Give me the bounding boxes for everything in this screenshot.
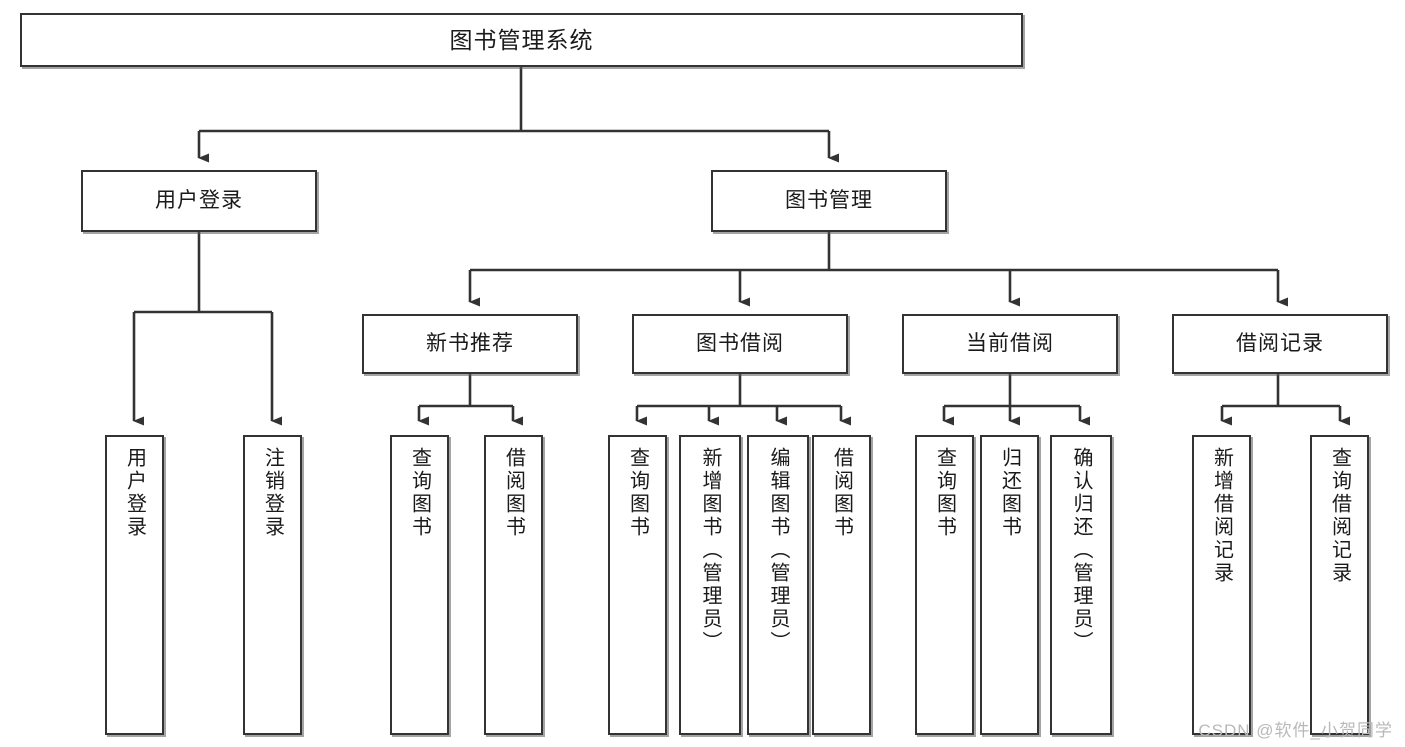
node-book-borrow[interactable]: 图书借阅: [632, 314, 848, 374]
leaf-currentborrow-return-book[interactable]: 归还图书: [980, 435, 1039, 735]
node-current-borrow[interactable]: 当前借阅: [902, 314, 1118, 374]
node-book-management[interactable]: 图书管理: [711, 170, 947, 232]
node-label: 用户登录: [155, 188, 243, 212]
node-label: 新书推荐: [426, 331, 514, 355]
node-label: 查询图书: [933, 447, 956, 539]
node-label: 查询借阅记录: [1328, 447, 1351, 585]
node-new-book-recommend[interactable]: 新书推荐: [362, 314, 578, 374]
leaf-bookborrow-borrow-book[interactable]: 借阅图书: [812, 435, 871, 735]
node-label: 新增借阅记录: [1210, 447, 1233, 585]
node-label: 借阅记录: [1236, 331, 1324, 355]
watermark: CSDN @软件_小贺同学: [1198, 721, 1393, 740]
leaf-currentborrow-query-book[interactable]: 查询图书: [915, 435, 974, 735]
node-label: 新增图书（管理员）: [699, 447, 721, 654]
leaf-newbook-query-book[interactable]: 查询图书: [390, 435, 449, 735]
node-label: 图书管理系统: [449, 26, 594, 53]
node-root-system[interactable]: 图书管理系统: [20, 13, 1023, 67]
node-label: 注销登录: [261, 447, 284, 539]
leaf-bookborrow-query-book[interactable]: 查询图书: [608, 435, 667, 735]
node-label: 图书借阅: [696, 331, 784, 355]
node-label: 确认归还（管理员）: [1070, 447, 1092, 654]
node-borrow-record[interactable]: 借阅记录: [1172, 314, 1388, 374]
node-label: 借阅图书: [830, 447, 853, 539]
node-user-login[interactable]: 用户登录: [81, 170, 317, 232]
leaf-currentborrow-confirm-return-admin[interactable]: 确认归还（管理员）: [1050, 435, 1112, 735]
leaf-user-logout[interactable]: 注销登录: [243, 435, 302, 735]
leaf-user-login[interactable]: 用户登录: [105, 435, 164, 735]
leaf-borrowrecord-query-record[interactable]: 查询借阅记录: [1310, 435, 1369, 735]
node-label: 当前借阅: [966, 331, 1054, 355]
leaf-bookborrow-edit-book-admin[interactable]: 编辑图书（管理员）: [747, 435, 809, 735]
node-label: 查询图书: [626, 447, 649, 539]
node-label: 用户登录: [123, 447, 146, 539]
leaf-newbook-borrow-book[interactable]: 借阅图书: [484, 435, 543, 735]
node-label: 图书管理: [785, 188, 873, 212]
leaf-borrowrecord-add-record[interactable]: 新增借阅记录: [1192, 435, 1251, 735]
node-label: 归还图书: [998, 447, 1021, 539]
node-label: 查询图书: [408, 447, 431, 539]
node-label: 编辑图书（管理员）: [767, 447, 789, 654]
node-label: 借阅图书: [502, 447, 525, 539]
leaf-bookborrow-add-book-admin[interactable]: 新增图书（管理员）: [679, 435, 741, 735]
